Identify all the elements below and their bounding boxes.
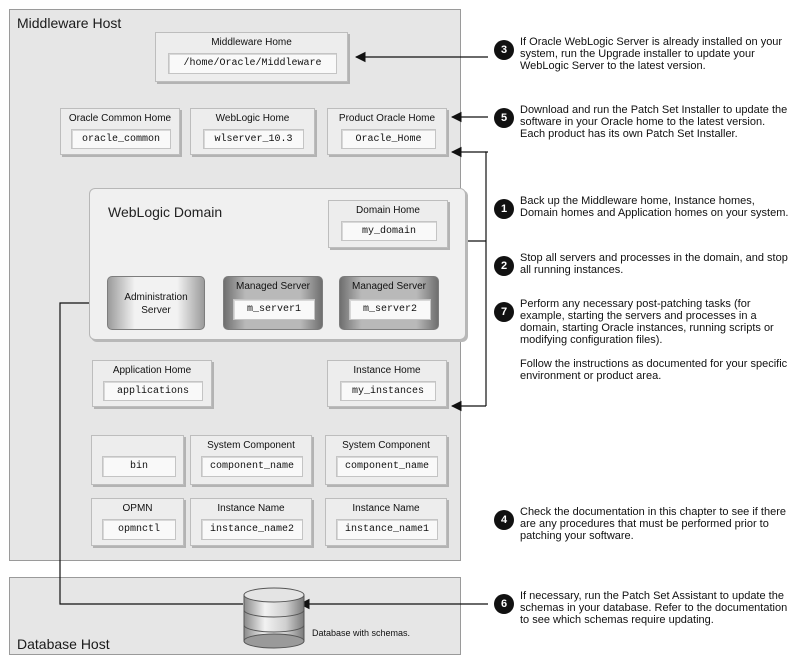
application-home: Application Home applications [92,360,212,407]
middleware-host-label: Middleware Host [17,15,122,31]
managed-server-1-title: Managed Server [236,281,310,292]
managed-server-2-path: m_server2 [349,299,431,320]
middleware-home: Middleware Home /home/Oracle/Middleware [155,32,348,82]
step-5-badge: 5 [494,108,514,128]
instance-name-2-path: instance_name1 [336,519,438,540]
step-6: 6 If necessary, run the Patch Set Assist… [494,590,792,626]
weblogic-domain-title: WebLogic Domain [108,204,223,220]
step-7-badge: 7 [494,302,514,322]
oracle-common-home: Oracle Common Home oracle_common [60,108,180,155]
step-7-note: Follow the instructions as documented fo… [520,358,788,382]
instance-name-1-title: Instance Name [217,503,285,514]
system-component-1-title: System Component [207,440,295,451]
product-oracle-home-title: Product Oracle Home [338,113,436,124]
administration-server-line2: Server [141,305,171,316]
database-host [9,577,461,655]
administration-server-line1: Administration [124,292,188,303]
opmn-box: OPMN opmnctl [91,498,184,546]
instance-home: Instance Home my_instances [327,360,447,407]
step-5-text: Download and run the Patch Set Installer… [520,104,788,140]
domain-home-path: my_domain [341,221,437,241]
step-3-text: If Oracle WebLogic Server is already ins… [520,36,783,72]
instance-name-1-path: instance_name2 [201,519,303,540]
weblogic-home-path: wlserver_10.3 [203,129,304,149]
instance-name-2: Instance Name instance_name1 [325,498,447,546]
database-caption: Database with schemas. [312,628,411,638]
step-1: 1 Back up the Middleware home, Instance … [494,195,792,219]
bracket-line [485,151,488,406]
managed-server-1: Managed Server m_server1 [223,276,323,330]
system-component-2-title: System Component [342,440,430,451]
admin-to-db-line [59,302,243,605]
step-2: 2 Stop all servers and processes in the … [494,252,792,276]
step-5: 5 Download and run the Patch Set Install… [494,104,792,140]
bin-box: bin [91,435,184,485]
domain-home: Domain Home my_domain [328,200,448,248]
step-4: 4 Check the documentation in this chapte… [494,506,792,542]
weblogic-home: WebLogic Home wlserver_10.3 [190,108,315,155]
system-component-1-path: component_name [201,456,303,477]
product-oracle-home: Product Oracle Home Oracle_Home [327,108,447,155]
middleware-home-title: Middleware Home [211,37,292,48]
step-7: 7 Perform any necessary post-patching ta… [494,298,792,382]
application-home-path: applications [103,381,203,401]
step-1-text: Back up the Middleware home, Instance ho… [520,195,789,219]
managed-server-2-title: Managed Server [352,281,426,292]
opmn-path: opmnctl [102,519,176,540]
step-2-badge: 2 [494,256,514,276]
weblogic-home-title: WebLogic Home [215,113,290,124]
database-host-label: Database Host [17,636,110,652]
step-2-text: Stop all servers and processes in the do… [520,252,788,276]
database-icon [243,587,305,649]
opmn-title: OPMN [122,503,153,514]
managed-server-1-path: m_server1 [233,299,315,320]
product-oracle-home-path: Oracle_Home [341,129,436,149]
step-3-badge: 3 [494,40,514,60]
oracle-common-home-path: oracle_common [71,129,171,149]
step-7-text: Perform any necessary post-patching task… [520,298,774,346]
domain-home-title: Domain Home [356,205,420,216]
step-6-text: If necessary, run the Patch Set Assistan… [520,590,788,626]
middleware-home-path: /home/Oracle/Middleware [168,53,337,74]
bin-path: bin [102,456,176,477]
step-6-badge: 6 [494,594,514,614]
step-4-text: Check the documentation in this chapter … [520,506,786,542]
system-component-1: System Component component_name [190,435,312,485]
instance-name-2-title: Instance Name [352,503,420,514]
system-component-2: System Component component_name [325,435,447,485]
step-3: 3 If Oracle WebLogic Server is already i… [494,36,792,72]
instance-name-1: Instance Name instance_name2 [190,498,312,546]
application-home-title: Application Home [112,365,192,376]
oracle-common-home-title: Oracle Common Home [68,113,172,124]
system-component-2-path: component_name [336,456,438,477]
step-1-badge: 1 [494,199,514,219]
administration-server: Administration Server [107,276,205,330]
step-4-badge: 4 [494,510,514,530]
instance-home-path: my_instances [340,381,436,401]
instance-home-title: Instance Home [353,365,421,376]
managed-server-2: Managed Server m_server2 [339,276,439,330]
